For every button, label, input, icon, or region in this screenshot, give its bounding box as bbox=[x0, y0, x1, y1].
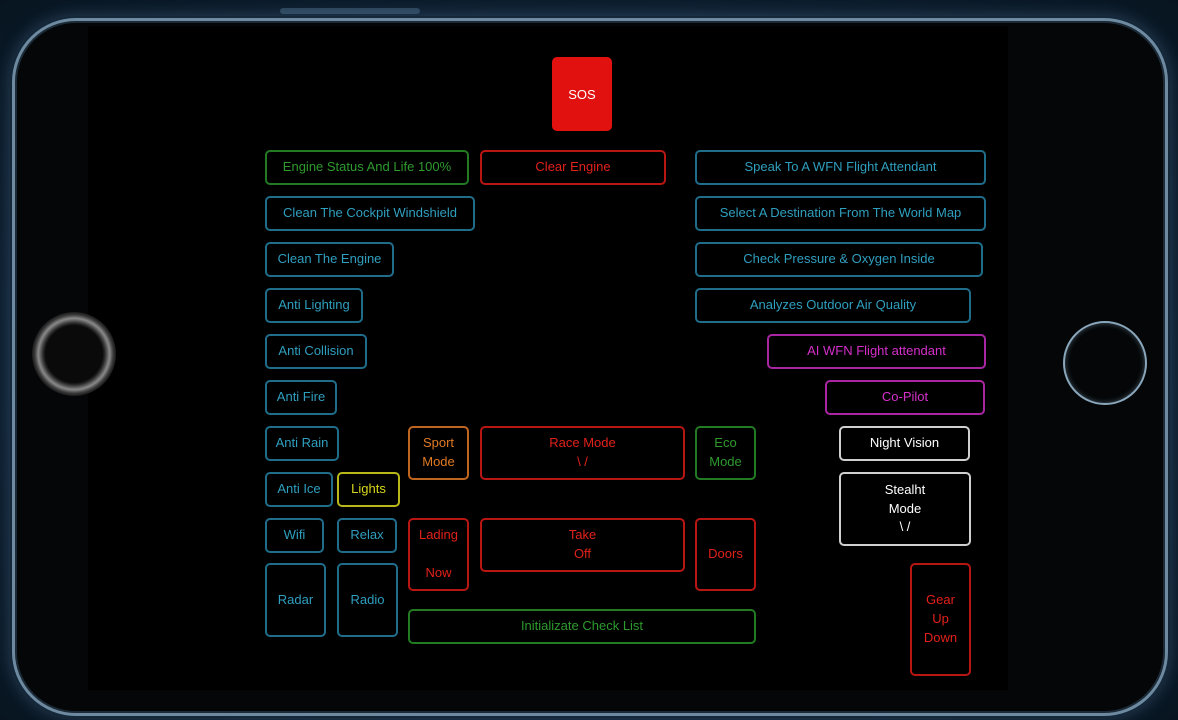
camera-icon bbox=[32, 312, 116, 396]
device-top-button bbox=[280, 8, 420, 14]
sport-mode-button[interactable]: Sport Mode bbox=[408, 426, 469, 480]
landing-now-button[interactable]: Lading Now bbox=[408, 518, 469, 591]
check-pressure-button[interactable]: Check Pressure & Oxygen Inside bbox=[695, 242, 983, 277]
race-mode-button[interactable]: Race Mode \ / bbox=[480, 426, 685, 480]
co-pilot-button[interactable]: Co-Pilot bbox=[825, 380, 985, 415]
anti-ice-button[interactable]: Anti Ice bbox=[265, 472, 333, 507]
gear-button[interactable]: Gear Up Down bbox=[910, 563, 971, 676]
doors-button[interactable]: Doors bbox=[695, 518, 756, 591]
eco-mode-button[interactable]: Eco Mode bbox=[695, 426, 756, 480]
relax-button[interactable]: Relax bbox=[337, 518, 397, 553]
engine-status-button[interactable]: Engine Status And Life 100% bbox=[265, 150, 469, 185]
clear-engine-button[interactable]: Clear Engine bbox=[480, 150, 666, 185]
anti-collision-button[interactable]: Anti Collision bbox=[265, 334, 367, 369]
air-quality-button[interactable]: Analyzes Outdoor Air Quality bbox=[695, 288, 971, 323]
radio-button[interactable]: Radio bbox=[337, 563, 398, 637]
lights-button[interactable]: Lights bbox=[337, 472, 400, 507]
take-off-button[interactable]: Take Off bbox=[480, 518, 685, 572]
initialize-checklist-button[interactable]: Initializate Check List bbox=[408, 609, 756, 644]
speak-attendant-button[interactable]: Speak To A WFN Flight Attendant bbox=[695, 150, 986, 185]
clean-engine-button[interactable]: Clean The Engine bbox=[265, 242, 394, 277]
anti-fire-button[interactable]: Anti Fire bbox=[265, 380, 337, 415]
clean-windshield-button[interactable]: Clean The Cockpit Windshield bbox=[265, 196, 475, 231]
wifi-button[interactable]: Wifi bbox=[265, 518, 324, 553]
ai-attendant-button[interactable]: AI WFN Flight attendant bbox=[767, 334, 986, 369]
anti-lighting-button[interactable]: Anti Lighting bbox=[265, 288, 363, 323]
home-button[interactable] bbox=[1063, 321, 1147, 405]
select-destination-button[interactable]: Select A Destination From The World Map bbox=[695, 196, 986, 231]
sos-button[interactable]: SOS bbox=[552, 57, 612, 131]
radar-button[interactable]: Radar bbox=[265, 563, 326, 637]
stealth-mode-button[interactable]: Stealht Mode \ / bbox=[839, 472, 971, 546]
anti-rain-button[interactable]: Anti Rain bbox=[265, 426, 339, 461]
screen bbox=[88, 26, 1008, 690]
night-vision-button[interactable]: Night Vision bbox=[839, 426, 970, 461]
